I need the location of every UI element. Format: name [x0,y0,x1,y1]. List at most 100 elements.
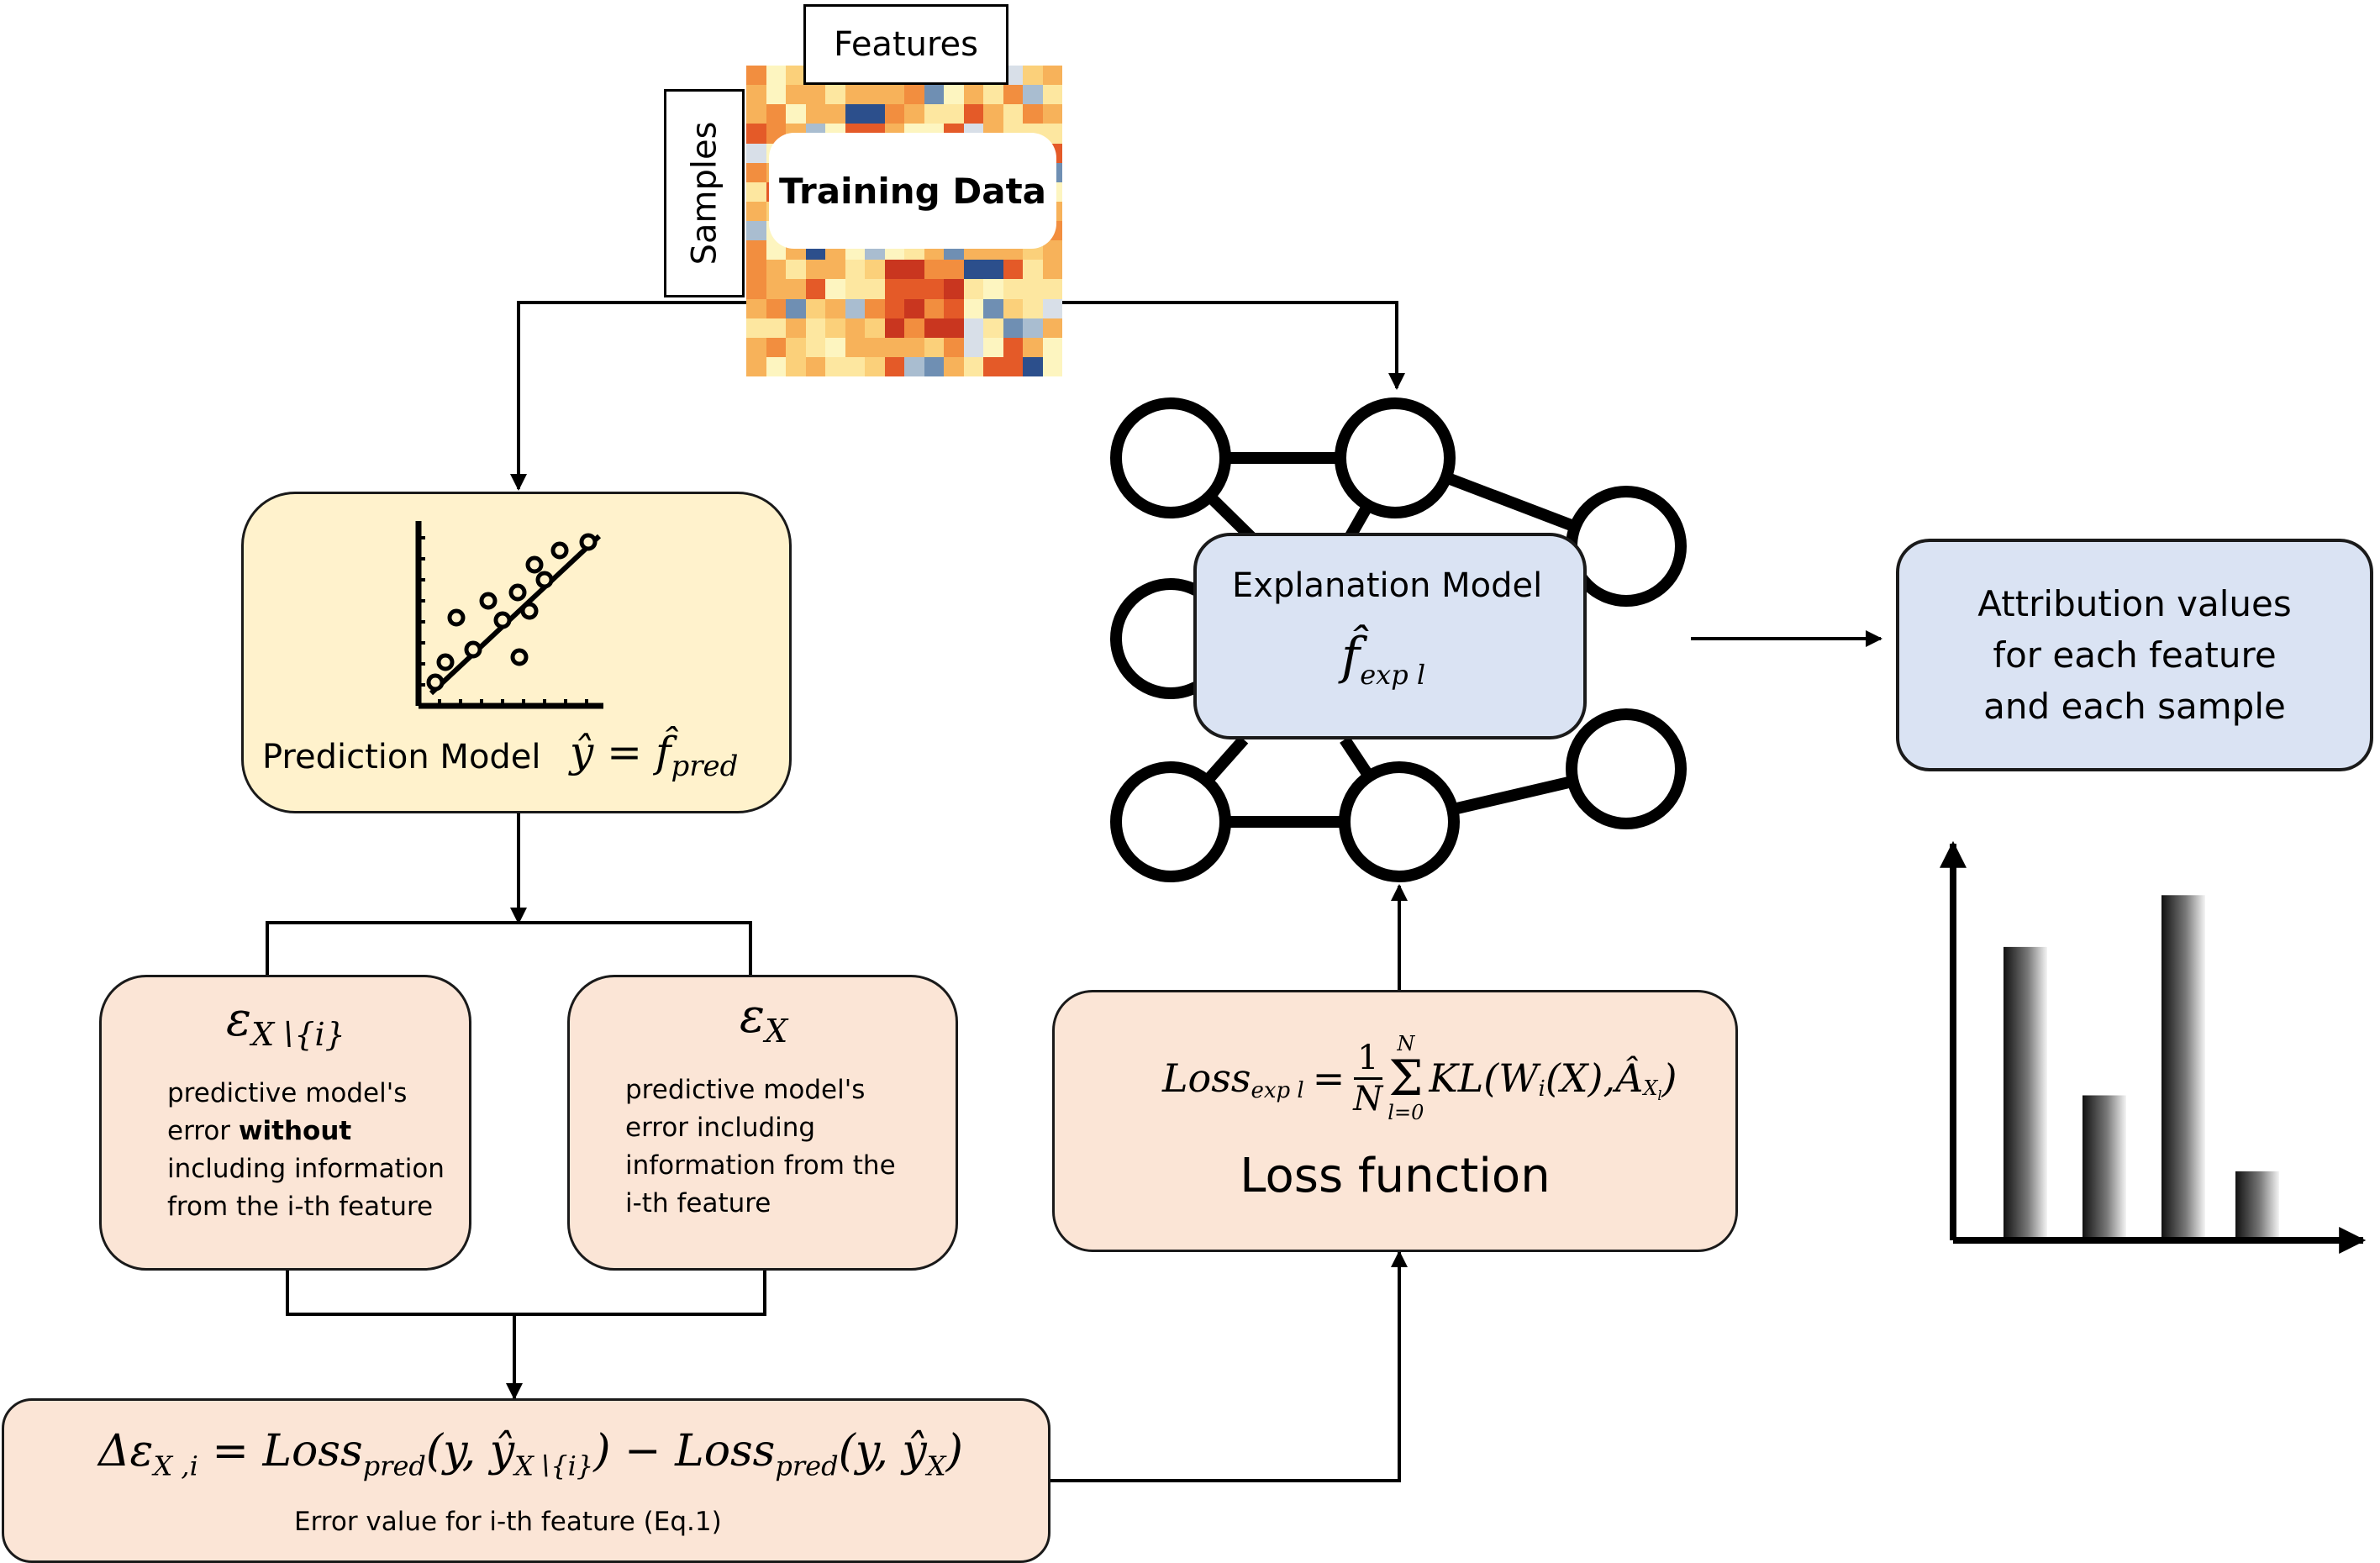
error-formula-args-1-pre: (y, [425,1426,490,1476]
loss-formula-kl-post: ) [1661,1055,1677,1101]
heatmap-cell [865,85,885,105]
heatmap-cell [904,260,924,280]
heatmap-cell [983,356,1003,376]
error-formula-delta-sub: X ,i [153,1450,198,1482]
heatmap-cell [944,356,964,376]
error-formula-args-1-yhat: ŷ [489,1426,515,1476]
error-value-box: ΔεX ,i = Losspred(y, ŷX∖{i}) − Losspred(… [2,1398,1050,1563]
heatmap-cell [924,279,944,299]
heatmap-cell [904,318,924,338]
heatmap-cell [924,337,944,357]
heatmap-cell [884,279,904,299]
loss-formula-loss-sub: exp l [1251,1078,1304,1103]
heatmap-cell [865,337,885,357]
heatmap-cell [1003,356,1023,376]
attribution-bar-chart [1940,840,2367,1254]
heatmap-cell [766,66,786,86]
heatmap-cell [963,260,983,280]
heatmap-cell [805,279,825,299]
error-with-line-1: predictive model's [625,1075,866,1105]
loss-formula-kl-a-subsub: l [1657,1087,1662,1103]
heatmap-cell [1003,279,1023,299]
heatmap-cell [904,356,924,376]
heatmap-cell [884,356,904,376]
error-formula-delta: Δε [98,1426,154,1476]
heatmap-cell [805,318,825,338]
loss-function-label: Loss function [1240,1149,1551,1203]
heatmap-cell [1042,85,1062,105]
error-without-line-3: including information [167,1154,445,1184]
heatmap-cell [1023,356,1043,376]
explanation-formula-f: f̂ [1341,627,1361,686]
error-value-caption: Error value for i-th feature (Eq.1) [294,1507,722,1537]
error-formula-args-2-post: ) [945,1426,963,1476]
error-without-line-2-bold: without [238,1116,352,1146]
error-with-epsilon: ε [740,989,766,1044]
loss-formula-sum: N Σ l=0 [1387,1034,1424,1123]
heatmap-cell [865,104,885,124]
heatmap-cell [1042,337,1062,357]
heatmap-cell [963,318,983,338]
heatmap-cell [845,260,865,280]
split-bracket [266,921,752,975]
loss-formula-kl-pre: KL(W [1429,1055,1539,1101]
heatmap-cell [983,298,1003,318]
heatmap-cell [904,85,924,105]
heatmap-cell [884,298,904,318]
heatmap-cell [746,182,766,202]
error-formula-eq: = [212,1426,249,1476]
error-value-formula: ΔεX ,i = Losspred(y, ŷX∖{i}) − Losspred(… [98,1426,963,1481]
prediction-formula-f: f̂ [655,728,671,776]
heatmap-cell [1042,260,1062,280]
heatmap-cell [1042,279,1062,299]
heatmap-cell [904,104,924,124]
attribution-line-2: for each feature [1993,634,2277,676]
loss-formula-kl-a-sub: X [1643,1076,1658,1101]
error-with-description: predictive model's error including infor… [625,1071,896,1223]
explanation-model-formula: f̂exp l [1341,627,1425,691]
heatmap-cell [805,85,825,105]
heatmap-cell [1042,356,1062,376]
heatmap-cell [904,279,924,299]
heatmap-cell [845,337,865,357]
heatmap-cell [983,318,1003,338]
heatmap-cell [884,85,904,105]
heatmap-cell [924,85,944,105]
heatmap-cell [805,104,825,124]
training-data-title-box: Training Data [769,133,1056,249]
loss-formula-sum-top: N [1397,1032,1415,1055]
heatmap-cell [786,337,806,357]
attribution-line-3: and each sample [1983,686,2286,727]
heatmap-cell [786,260,806,280]
arrow-error-to-loss [1050,1250,1408,1482]
loss-formula-kl-a-sub-group: Xl [1643,1076,1661,1103]
heatmap-cell [766,104,786,124]
heatmap-cell [1023,318,1043,338]
heatmap-cell [1023,298,1043,318]
error-formula-loss-2: Loss [675,1426,776,1476]
error-formula-loss-1-sub: pred [362,1450,426,1482]
heatmap-cell [1042,318,1062,338]
heatmap-cell [944,104,964,124]
heatmap-cell [1023,337,1043,357]
heatmap-cell [884,337,904,357]
heatmap-cell [1042,298,1062,318]
chart-bar [2082,1095,2126,1240]
heatmap-cell [746,298,766,318]
heatmap-cell [1023,66,1043,86]
heatmap-cell [963,298,983,318]
heatmap-cell [746,337,766,357]
heatmap-cell [845,85,865,105]
heatmap-cell [805,260,825,280]
heatmap-cell [825,356,845,376]
heatmap-cell [865,260,885,280]
loss-formula-eq: = [1312,1055,1345,1101]
explanation-formula-sub: exp l [1360,659,1426,691]
arrow-data-to-explanation [1062,301,1405,390]
heatmap-cell [944,279,964,299]
heatmap-cell [1003,85,1023,105]
loss-formula-frac-num: 1 [1354,1039,1382,1080]
heatmap-cell [845,279,865,299]
